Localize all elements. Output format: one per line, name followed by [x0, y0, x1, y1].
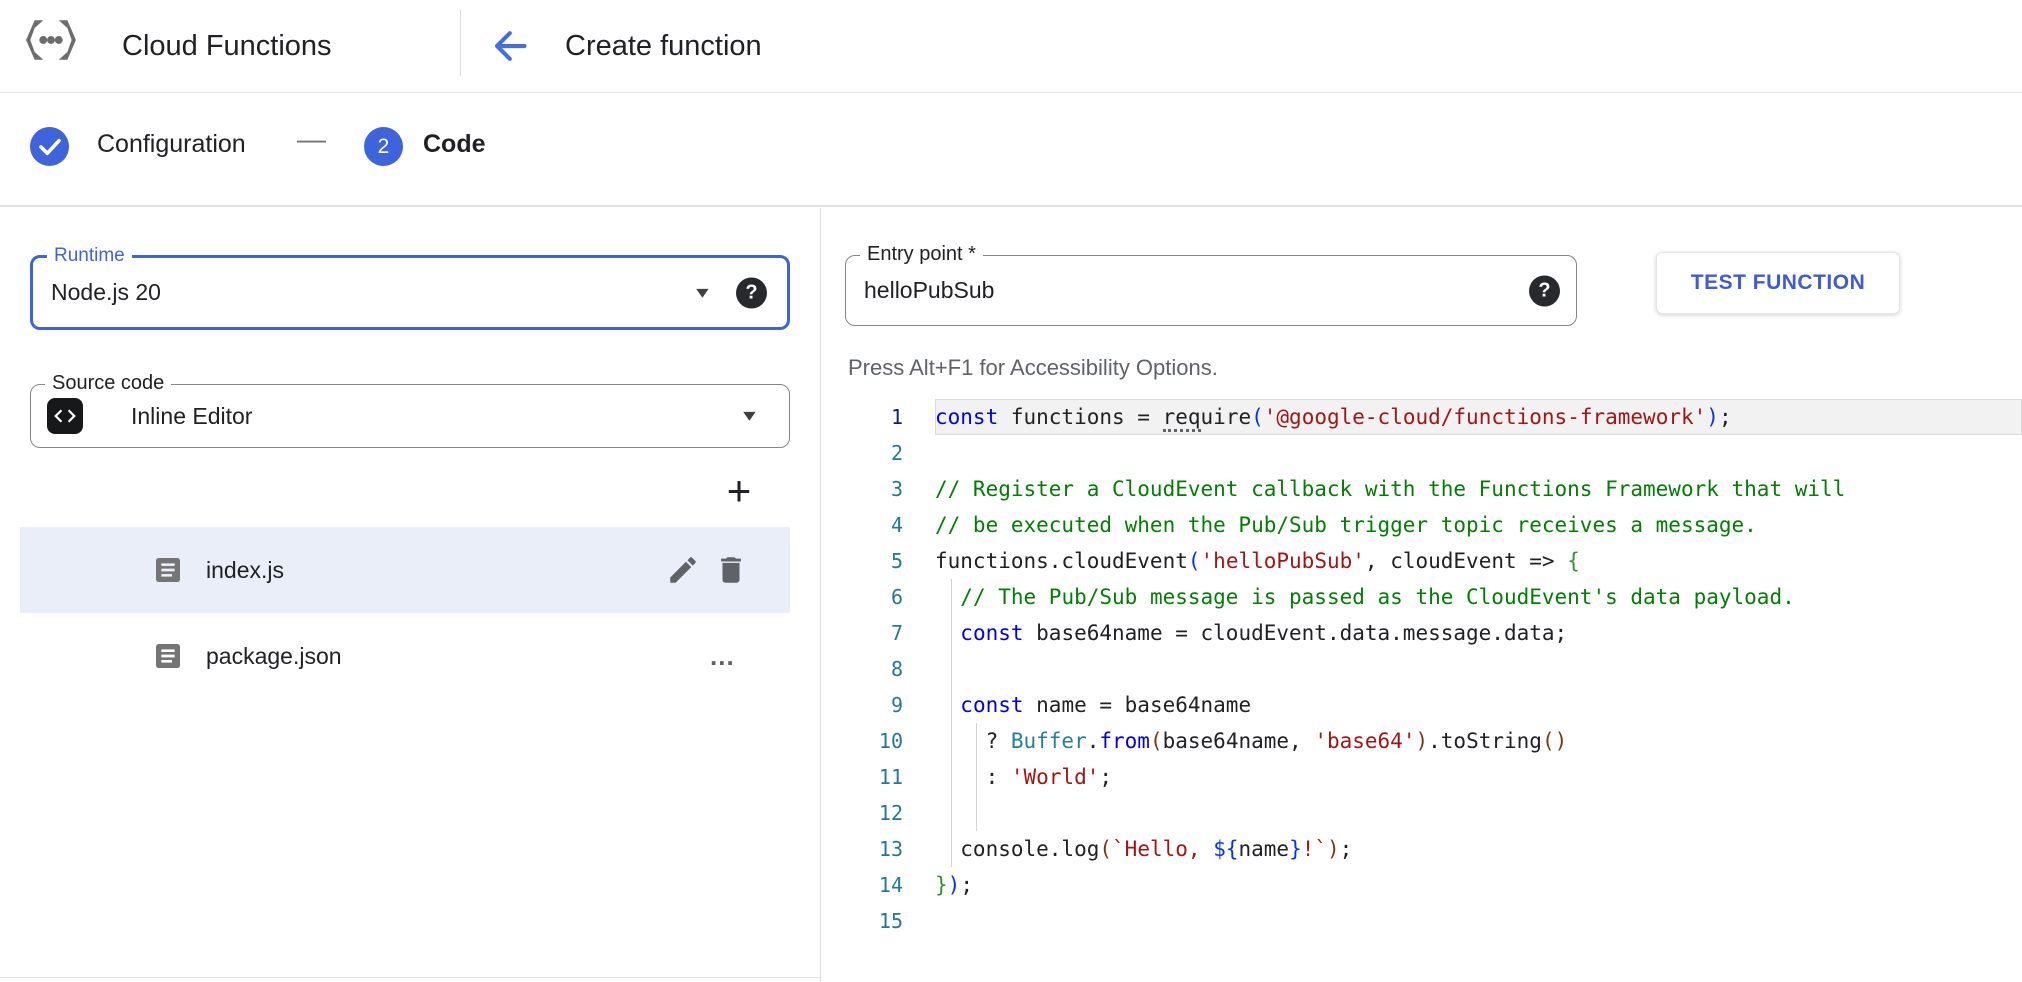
- line-number: 13: [878, 837, 903, 861]
- cloud-functions-logo-icon: [20, 14, 82, 66]
- header-divider: [460, 10, 461, 76]
- code-text: const base64name = cloudEvent.data.messa…: [960, 621, 1568, 645]
- back-arrow-icon[interactable]: [484, 22, 532, 70]
- file-name: index.js: [206, 556, 284, 583]
- code-text: // be executed when the Pub/Sub trigger …: [935, 513, 1757, 537]
- stepper-separator: —: [297, 124, 326, 156]
- code-line-13[interactable]: 13 console.log(`Hello, ${name}!`);: [845, 831, 2022, 867]
- code-line-8[interactable]: 8: [845, 651, 2022, 687]
- accessibility-hint: Press Alt+F1 for Accessibility Options.: [848, 355, 1218, 380]
- indent-guide: [976, 723, 977, 831]
- step-code-badge[interactable]: 2: [364, 127, 403, 166]
- runtime-select[interactable]: Runtime Node.js 20 ▼ ?: [30, 245, 790, 330]
- runtime-caret-icon: ▼: [692, 284, 713, 301]
- step-code-label[interactable]: Code: [423, 130, 486, 158]
- page-title: Create function: [565, 30, 762, 62]
- step-configuration-check-icon[interactable]: [30, 127, 69, 166]
- file-row-index-js[interactable]: index.js: [20, 527, 790, 613]
- entry-point-label: Entry point *: [860, 243, 983, 266]
- edit-file-icon[interactable]: [666, 553, 700, 587]
- code-text: functions.cloudEvent('helloPubSub', clou…: [935, 549, 1580, 573]
- code-line-3[interactable]: 3 // Register a CloudEvent callback with …: [845, 471, 2022, 507]
- line-number: 7: [890, 621, 903, 645]
- line-number: 1: [890, 405, 903, 429]
- line-number: 14: [878, 873, 903, 897]
- file-row-package-json[interactable]: package.json ...: [20, 613, 790, 699]
- line-number: 4: [890, 513, 903, 537]
- file-name: package.json: [206, 642, 342, 669]
- app-title: Cloud Functions: [122, 30, 332, 62]
- step-code-number: 2: [377, 134, 390, 158]
- code-line-14[interactable]: 14});: [845, 867, 2022, 903]
- entry-point-value: helloPubSub: [864, 277, 995, 303]
- left-panel-bottom-border: [0, 977, 820, 978]
- code-text: });: [935, 873, 973, 897]
- runtime-value: Node.js 20: [51, 279, 161, 305]
- line-number: 11: [878, 765, 903, 789]
- step-configuration-label[interactable]: Configuration: [97, 130, 246, 158]
- file-icon: [152, 640, 184, 672]
- app-header: Cloud Functions Create function: [0, 0, 2022, 93]
- code-line-7[interactable]: 7 const base64name = cloudEvent.data.mes…: [845, 615, 2022, 651]
- code-text: : 'World';: [935, 765, 1113, 789]
- code-line-10[interactable]: 10 ? Buffer.from(base64name, 'base64').t…: [845, 723, 2022, 759]
- code-text: [935, 651, 2022, 687]
- code-line-9[interactable]: 9 const name = base64name: [845, 687, 2022, 723]
- code-text: ? Buffer.from(base64name, 'base64').toSt…: [935, 729, 1568, 753]
- line-number: 12: [878, 801, 903, 825]
- entry-point-input[interactable]: Entry point * helloPubSub ?: [845, 243, 1577, 326]
- stepper: Configuration — 2 Code: [0, 94, 2022, 207]
- line-number: 9: [890, 693, 903, 717]
- code-text: [935, 903, 2022, 939]
- code-text: const functions = require('@google-cloud…: [935, 399, 2022, 435]
- file-icon: [152, 554, 184, 586]
- code-line-12[interactable]: 12: [845, 795, 2022, 831]
- line-number: 15: [878, 909, 903, 933]
- code-line-15[interactable]: 15: [845, 903, 2022, 939]
- code-text: const name = base64name: [960, 693, 1252, 717]
- entry-point-help-icon[interactable]: ?: [1529, 275, 1560, 306]
- code-text: // The Pub/Sub message is passed as the …: [960, 585, 1795, 609]
- indent-guide: [951, 579, 952, 867]
- test-function-button[interactable]: TEST FUNCTION: [1656, 252, 1900, 314]
- code-line-5[interactable]: 5 functions.cloudEvent('helloPubSub', clo…: [845, 543, 2022, 579]
- code-line-2[interactable]: 2: [845, 435, 2022, 471]
- line-number: 6: [890, 585, 903, 609]
- line-number: 10: [878, 729, 903, 753]
- code-text: console.log(`Hello, ${name}!`);: [935, 837, 1353, 861]
- code-line-6[interactable]: 6 // The Pub/Sub message is passed as th…: [845, 579, 2022, 615]
- line-number: 8: [890, 657, 903, 681]
- panel-divider: [820, 208, 821, 982]
- code-line-1[interactable]: 1 const functions = require('@google-clou…: [845, 399, 2022, 435]
- source-code-select[interactable]: Source code Inline Editor ▼: [30, 372, 790, 448]
- file-more-options-icon[interactable]: ...: [710, 641, 735, 671]
- code-line-4[interactable]: 4 // be executed when the Pub/Sub trigger…: [845, 507, 2022, 543]
- code-editor[interactable]: 1 const functions = require('@google-clou…: [845, 399, 2022, 982]
- delete-file-icon[interactable]: [714, 553, 748, 587]
- runtime-label: Runtime: [47, 245, 132, 267]
- line-number: 2: [890, 441, 903, 465]
- code-text: [935, 795, 2022, 831]
- line-number: 3: [890, 477, 903, 501]
- source-code-label: Source code: [45, 372, 172, 395]
- add-file-button[interactable]: +: [726, 467, 752, 514]
- inline-editor-code-icon: [47, 398, 83, 434]
- code-text: [935, 435, 2022, 471]
- source-code-value: Inline Editor: [131, 402, 253, 429]
- runtime-help-icon[interactable]: ?: [736, 277, 767, 308]
- line-number: 5: [890, 549, 903, 573]
- code-line-11[interactable]: 11 : 'World';: [845, 759, 2022, 795]
- source-code-caret-icon: ▼: [739, 407, 760, 425]
- code-text: // Register a CloudEvent callback with t…: [935, 477, 1846, 501]
